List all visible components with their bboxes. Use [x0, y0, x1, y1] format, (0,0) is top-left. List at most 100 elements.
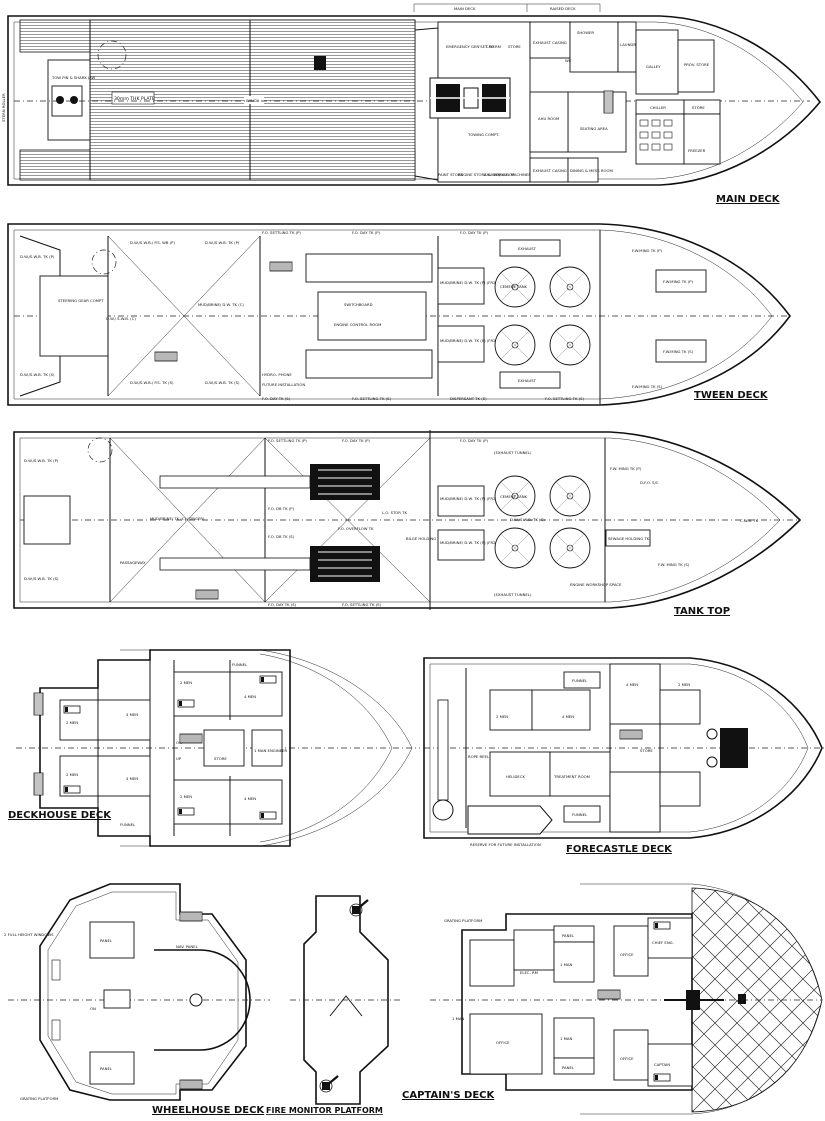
fire-monitor-outline — [303, 895, 389, 1105]
lo-stor-label: L.O. STOR TK — [382, 510, 407, 515]
captains-deck-title: CAPTAIN'S DECK — [402, 1090, 495, 1101]
cabin-4men-a — [97, 699, 151, 741]
dh-funnel1-label: FUNNEL — [232, 662, 248, 667]
fc-cabin-4men-a — [531, 689, 591, 731]
lifeboat-icon — [467, 805, 553, 835]
tween-deck-plan: STEERING GEAR COMPT SWITCHBOARD ENGINE C… — [7, 223, 791, 406]
stair-icon — [179, 911, 203, 922]
fc-funnel-b-label: FUNNEL — [572, 812, 588, 817]
dfo-sc-label: D.F.O. S/C — [640, 480, 659, 485]
galley — [635, 29, 679, 95]
laundry-label: LAUNDRY — [620, 42, 639, 47]
engine-control-room — [317, 291, 427, 341]
dh-engineer-label: 1 MAN ENGINEER — [254, 748, 287, 753]
fo-db-p-label: F.O. DB TK (P) — [268, 506, 295, 511]
dh-4men-a-label: 4 MEN — [126, 712, 138, 717]
cd-office — [469, 1013, 543, 1075]
bunk-icon — [653, 1073, 671, 1082]
tank-dw-swb-p-label: D.W./S.W.B. TK (P) — [24, 458, 59, 463]
wh-console — [103, 989, 131, 1009]
fc-funnel-b — [563, 805, 601, 823]
dw-swb-c-label: D.W./ S.W.B. (C) — [106, 316, 136, 321]
stair-icon — [603, 90, 614, 114]
fc-cabin-2men-b — [659, 689, 701, 725]
dining-mess — [567, 157, 599, 183]
fc-funnel-label: FUNNEL — [572, 678, 588, 683]
treatment-label: TREATMENT ROOM — [553, 774, 590, 779]
crane-boom — [437, 699, 449, 801]
cd-office-label: OFFICE — [496, 1040, 510, 1045]
captain-label: CAPTAIN — [654, 1062, 670, 1067]
grating-stair-area — [469, 939, 515, 987]
fw-ming-p-label: F.W.MING TK (P) — [663, 279, 693, 284]
fw-ming-p2-label: F.W.MING TK (P) — [632, 248, 662, 253]
bunk-icon — [177, 699, 195, 708]
cwb-label: C.W.B. TK — [740, 518, 759, 523]
wheelhouse-deck-title: WHEELHOUSE DECK — [152, 1105, 265, 1116]
main-engine-s — [310, 546, 380, 582]
dw-swb-s2-label: D.W./S.W.B. TK (S) — [205, 380, 240, 385]
dining-mess-label: DINING & MESS ROOM — [570, 168, 613, 173]
switchboard-block-2 — [305, 349, 433, 379]
dw-swb-p2-label: D.W./S.W.B. TK (P) — [205, 240, 240, 245]
panel-1 — [89, 921, 135, 959]
dh-2men-b-label: 2 MEN — [66, 772, 78, 777]
emergency-gen-label: EMERGENCY GEN'SET RM — [446, 44, 494, 49]
tank-mud-brine-s — [437, 529, 485, 561]
stair-icon — [619, 729, 643, 740]
fire-monitor-icon — [318, 1074, 340, 1094]
mud-brine-c-label: MUD/BRINE/ D.W. TK (C) — [198, 302, 244, 307]
store-room — [203, 729, 245, 767]
exhaust-s-label: EXHAUST — [518, 378, 537, 383]
cement-tank-label: CEMENT TANK — [500, 284, 528, 289]
tank-fw-p-label: F.W. MING TK (P) — [610, 466, 642, 471]
cement-tank-icon — [494, 527, 536, 569]
stair-icon — [154, 351, 178, 362]
store-fwd-label: STORE — [692, 105, 705, 110]
dispersant-label: DISPERSANT TK (S) — [450, 396, 487, 401]
cd-panel-2 — [553, 1057, 595, 1075]
fo-sttling-p-label: F.O. SETTLING TK (P) — [262, 230, 301, 235]
nav-panel-label: NAV. PANEL — [176, 944, 199, 949]
helideck-room — [489, 751, 551, 797]
switchboard-label: SWITCHBOARD — [344, 302, 373, 307]
dh-4men-c-label: 4 MEN — [244, 694, 256, 699]
tank-top-plan: D.W./S.W.B. TK (P) D.W./S.W.B. TK (S) MU… — [13, 430, 802, 617]
steering-gear-compt — [39, 275, 109, 357]
fw-ming-s2-label: F.W.MING TK (S) — [632, 384, 663, 389]
helideck-label: HELIDECK — [506, 774, 525, 779]
exhaust-p — [499, 239, 561, 257]
exhaust-tunnel-s-label: (EXHAUST TUNNEL) — [494, 592, 532, 597]
tank-fo-day-s-label: F.O. DAY TK (S) — [268, 602, 297, 607]
fc-cabin-4men-c — [609, 771, 661, 833]
tank-fo-settling-s-label: F.O. SETTLING TK (S) — [342, 602, 382, 607]
fo-overflow-label: F.O. OVERFLOW TK — [338, 526, 374, 531]
tank-mud-brine-c-label: MUD/BRINE/ TK (C) (SINGER) — [150, 516, 205, 521]
dw-swb-tk-p-label: D.W./S.W.B. TK (P) — [20, 254, 55, 259]
fc-2men-label: 2 MEN — [496, 714, 508, 719]
cabin-2men-c — [173, 671, 231, 717]
cd-panel — [553, 925, 595, 943]
cabin-2men-d — [173, 779, 231, 825]
cement-tank-icon — [549, 324, 591, 366]
tank-mud-brine-s-label: MUD/BRINE/ D.W. TK (S) (FR2 DRAIN SLUDGE… — [440, 540, 527, 545]
cd-grating-label: GRATING PLATFORM — [444, 918, 482, 923]
stair-icon — [179, 1079, 203, 1090]
dh-2men-d-label: 2 MEN — [180, 794, 192, 799]
cd-cabin-1man-c — [553, 1017, 595, 1059]
main-deck-plan: TOW PIN & SHARK JAW STERN ROLLER 30mm TH… — [1, 15, 822, 205]
stern-roller-label: STERN ROLLER — [1, 93, 6, 122]
cd-office-2 — [613, 925, 649, 977]
wh-grating-label: GRATING PLATFORM — [20, 1096, 58, 1101]
mud-brine-1-label: MUD/BRINE/ D.W. TK (P) (FR2 DRAIN SLUDGE… — [440, 280, 527, 285]
fw-ming-s — [655, 339, 707, 363]
fire-monitor-platform-plan: FIRE MONITOR PLATFORM — [266, 895, 400, 1115]
dw-swb-p1-label: D.W./S.W.B./ P.S. WB (P) — [130, 240, 175, 245]
chief-eng-label: CHIEF ENG. — [652, 940, 674, 945]
rudder-circle — [87, 437, 113, 463]
winch-deck-label: WINCH — [246, 98, 259, 103]
tank-top-title: TANK TOP — [674, 606, 730, 617]
bunk-icon — [177, 807, 195, 816]
tween-deck-hull-outline — [7, 223, 791, 406]
